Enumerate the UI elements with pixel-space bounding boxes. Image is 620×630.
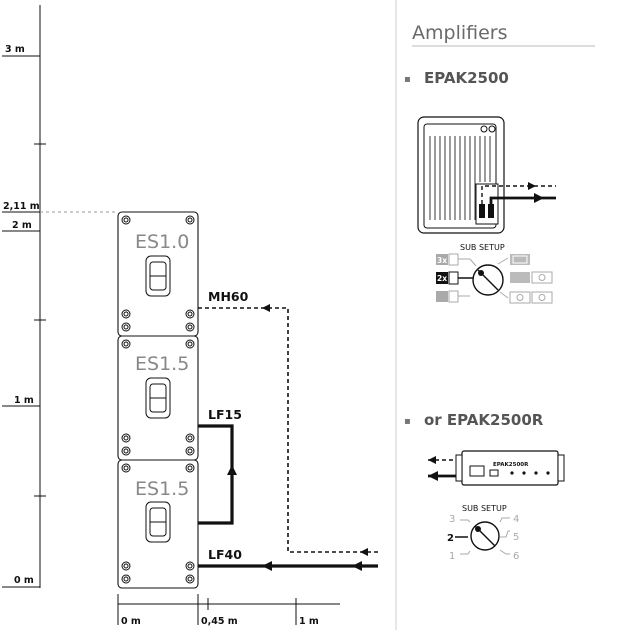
cable-mh60: MH60 — [198, 289, 378, 556]
vertical-scale: 3 m 2,11 m 2 m 1 m 0 m — [2, 5, 116, 588]
option-bullet-1: ▪ — [404, 74, 411, 85]
sub-position-1: 1 — [449, 551, 455, 562]
epak2500-drawing — [417, 116, 556, 234]
cable-label-lf40: LF40 — [208, 547, 242, 562]
cabinet-es1-0: ES1.0 — [117, 211, 199, 337]
option-bullet-2: ▪ — [404, 416, 411, 427]
cable-lf15: LF15 — [198, 407, 242, 525]
scale-label-3m: 3 m — [5, 44, 25, 55]
amplifier-panel: Amplifiers ▪ EPAK2500 — [404, 22, 595, 562]
width-label-0m: 0 m — [121, 616, 141, 627]
cabinet-es1-5-lower: ES1.5 — [117, 459, 199, 589]
sub-position-2: 2 — [447, 533, 454, 544]
cabinet-es1-5-upper: ES1.5 — [117, 335, 199, 461]
sub-setup-title-2: SUB SETUP — [462, 504, 507, 513]
sub-option-3x: 3x — [437, 256, 447, 265]
sub-setup-selector-1: SUB SETUP 3x 2x — [436, 243, 553, 304]
scale-label-0m: 0 m — [14, 575, 34, 586]
sub-setup-title-1: SUB SETUP — [460, 243, 505, 252]
epak2500r-front-label: EPAK2500R — [493, 462, 529, 468]
horizontal-scale: 0 m 0,45 m 1 m — [117, 594, 340, 627]
scale-label-2m: 2 m — [12, 220, 32, 231]
sub-position-6: 6 — [513, 551, 519, 562]
cable-label-mh60: MH60 — [208, 289, 249, 304]
sub-option-2x: 2x — [437, 274, 447, 283]
cabinet-label-es1-5-upper: ES1.5 — [135, 353, 189, 375]
sub-position-4: 4 — [513, 514, 519, 525]
speaker-stack: ES1.0 ES1.5 ES1.5 — [117, 211, 199, 589]
panel-heading: Amplifiers — [412, 22, 508, 44]
sub-position-5: 5 — [513, 532, 519, 543]
cable-lf40: LF40 — [198, 547, 378, 571]
scale-label-2-11m: 2,11 m — [3, 201, 40, 212]
option-epak2500: EPAK2500 — [424, 69, 509, 87]
cable-label-lf15: LF15 — [208, 407, 242, 422]
option-epak2500r: or EPAK2500R — [424, 411, 544, 429]
cabinet-label-es1-5-lower: ES1.5 — [135, 478, 189, 500]
epak2500r-drawing: EPAK2500R — [428, 450, 565, 486]
sub-setup-selector-2: SUB SETUP 3 2 1 4 5 6 — [447, 504, 519, 562]
width-label-045m: 0,45 m — [201, 616, 238, 627]
cabinet-label-es1-0: ES1.0 — [135, 231, 189, 253]
scale-label-1m: 1 m — [14, 395, 34, 406]
sub-position-3: 3 — [449, 514, 455, 525]
width-label-1m: 1 m — [299, 616, 319, 627]
